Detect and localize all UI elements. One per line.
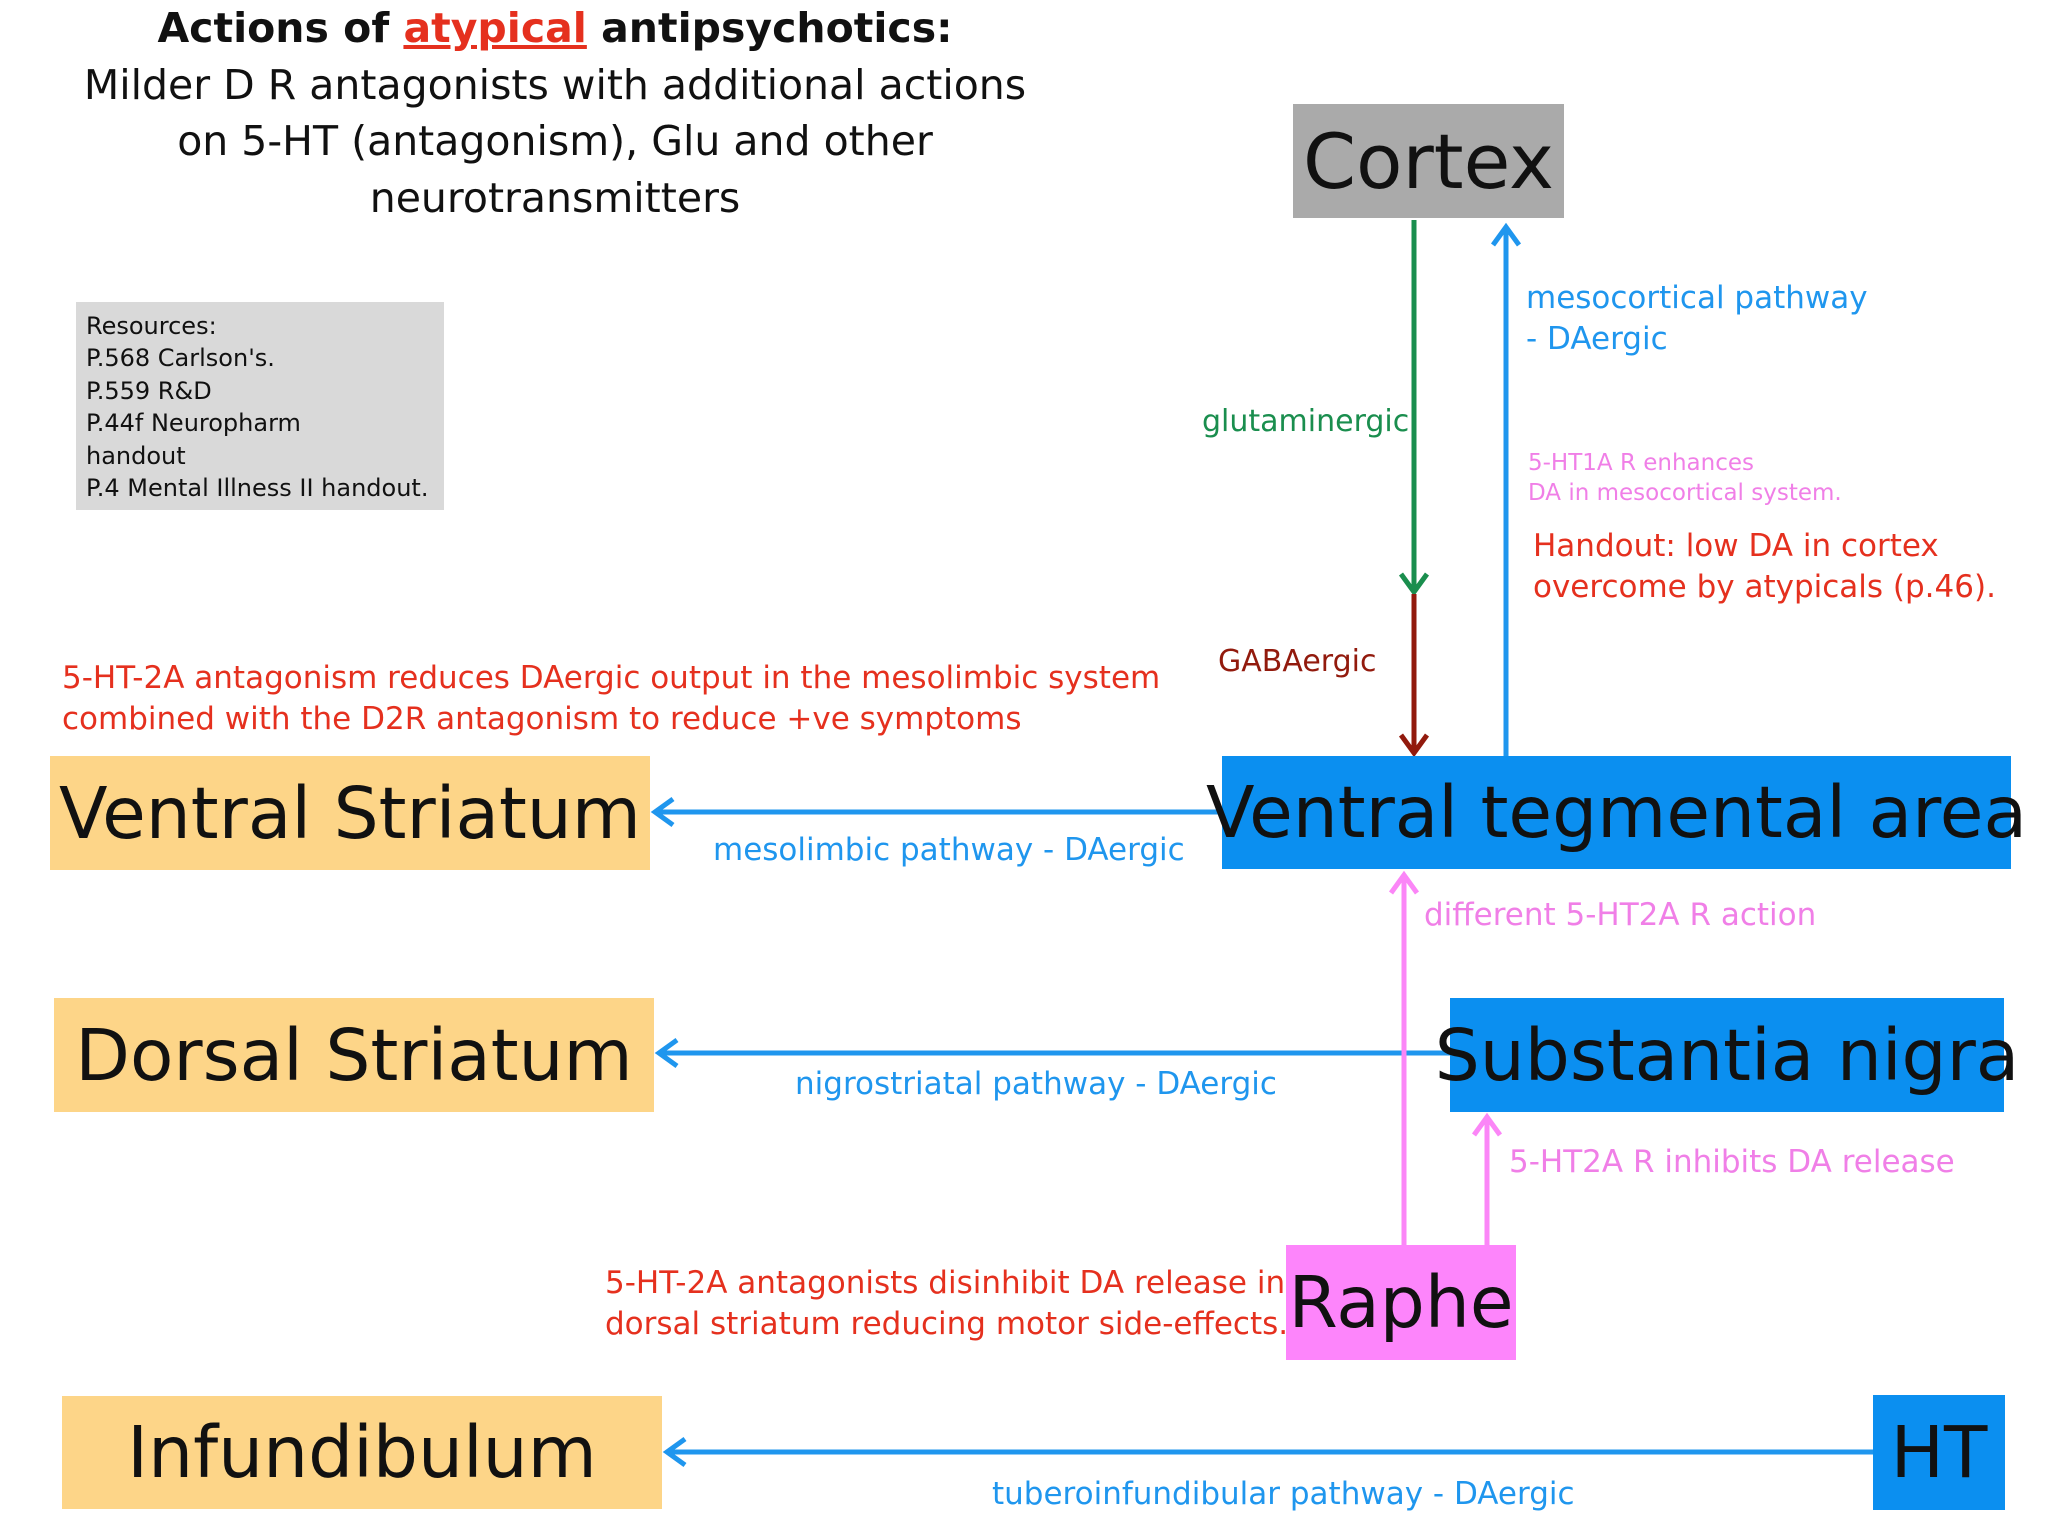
different-5ht2a-label: different 5-HT2A R action bbox=[1424, 897, 1817, 933]
mesolimbic-note-line: 5-HT-2A antagonism reduces DAergic outpu… bbox=[62, 660, 1161, 696]
glutaminergic-arrow bbox=[1398, 220, 1430, 597]
substantia-nigra-node: Substantia nigra bbox=[1435, 998, 2019, 1112]
tuberoinfundibular-arrow bbox=[662, 1436, 1873, 1468]
raphe-node: Raphe bbox=[1286, 1245, 1516, 1360]
dorsal-striatum-node: Dorsal Striatum bbox=[54, 998, 654, 1112]
ht-node: HT bbox=[1873, 1395, 2005, 1510]
handout-note-line: Handout: low DA in cortex bbox=[1533, 528, 1939, 564]
raphe-to-vta-arrow bbox=[1388, 870, 1420, 1245]
vta-node: Ventral tegmental area bbox=[1206, 756, 2027, 869]
gabaergic-arrow bbox=[1398, 594, 1430, 758]
raphe-to-sn-arrow bbox=[1471, 1112, 1503, 1245]
glutaminergic-label: glutaminergic bbox=[1202, 404, 1410, 439]
resources-box: Resources: P.568 Carlson's. P.559 R&D P.… bbox=[76, 302, 444, 510]
mesolimbic-note: 5-HT-2A antagonism reduces DAergic outpu… bbox=[62, 658, 1160, 740]
mesolimbic-arrow bbox=[650, 796, 1222, 828]
mesocortical-label-line: - DAergic bbox=[1526, 320, 1668, 357]
tuberoinfundibular-label: tuberoinfundibular pathway - DAergic bbox=[992, 1476, 1575, 1512]
resources-line: Resources: bbox=[86, 312, 217, 340]
disinhibit-note-line: dorsal striatum reducing motor side-effe… bbox=[605, 1305, 1289, 1342]
title-prefix: Actions of bbox=[157, 4, 404, 52]
ht1a-note: 5-HT1A R enhances DA in mesocortical sys… bbox=[1528, 448, 1842, 509]
ht1a-note-line: DA in mesocortical system. bbox=[1528, 480, 1842, 507]
mesolimbic-label: mesolimbic pathway - DAergic bbox=[713, 832, 1185, 868]
handout-note: Handout: low DA in cortex overcome by at… bbox=[1533, 526, 1996, 608]
mesocortical-arrow bbox=[1490, 222, 1522, 756]
title-line-3: on 5-HT (antagonism), Glu and other neur… bbox=[177, 117, 933, 222]
title-line-1: Actions of atypical antipsychotics: bbox=[0, 0, 1110, 57]
resources-line: P.568 Carlson's. bbox=[86, 344, 275, 373]
resources-line: P.559 R&D bbox=[86, 376, 212, 405]
resources-line: P.44f Neuropharm bbox=[86, 409, 301, 438]
mesolimbic-note-line: combined with the D2R antagonism to redu… bbox=[62, 700, 1022, 737]
resources-line: P.4 Mental Illness II handout. bbox=[86, 473, 429, 502]
cortex-node: Cortex bbox=[1293, 104, 1564, 218]
ht1a-note-line: 5-HT1A R enhances bbox=[1528, 450, 1755, 476]
mesocortical-label: mesocortical pathway - DAergic bbox=[1526, 278, 1868, 360]
disinhibit-note-line: 5-HT-2A antagonists disinhibit DA releas… bbox=[605, 1265, 1286, 1301]
disinhibit-note: 5-HT-2A antagonists disinhibit DA releas… bbox=[605, 1263, 1288, 1345]
gabaergic-label: GABAergic bbox=[1218, 644, 1377, 679]
slide-title: Actions of atypical antipsychotics: Mild… bbox=[0, 0, 1110, 226]
nigrostriatal-arrow bbox=[654, 1037, 1450, 1069]
title-suffix: antipsychotics: bbox=[586, 4, 953, 52]
nigrostriatal-label: nigrostriatal pathway - DAergic bbox=[795, 1066, 1277, 1102]
mesocortical-label-line: mesocortical pathway bbox=[1526, 280, 1868, 316]
infundibulum-node: Infundibulum bbox=[62, 1396, 662, 1509]
title-highlight: atypical bbox=[403, 4, 587, 52]
ventral-striatum-node: Ventral Striatum bbox=[50, 756, 650, 870]
inhibits-da-label: 5-HT2A R inhibits DA release bbox=[1509, 1144, 1955, 1180]
handout-note-line: overcome by atypicals (p.46). bbox=[1533, 568, 1996, 605]
title-line-2: Milder D R antagonists with additional a… bbox=[83, 60, 1027, 109]
resources-line: handout bbox=[86, 441, 186, 470]
